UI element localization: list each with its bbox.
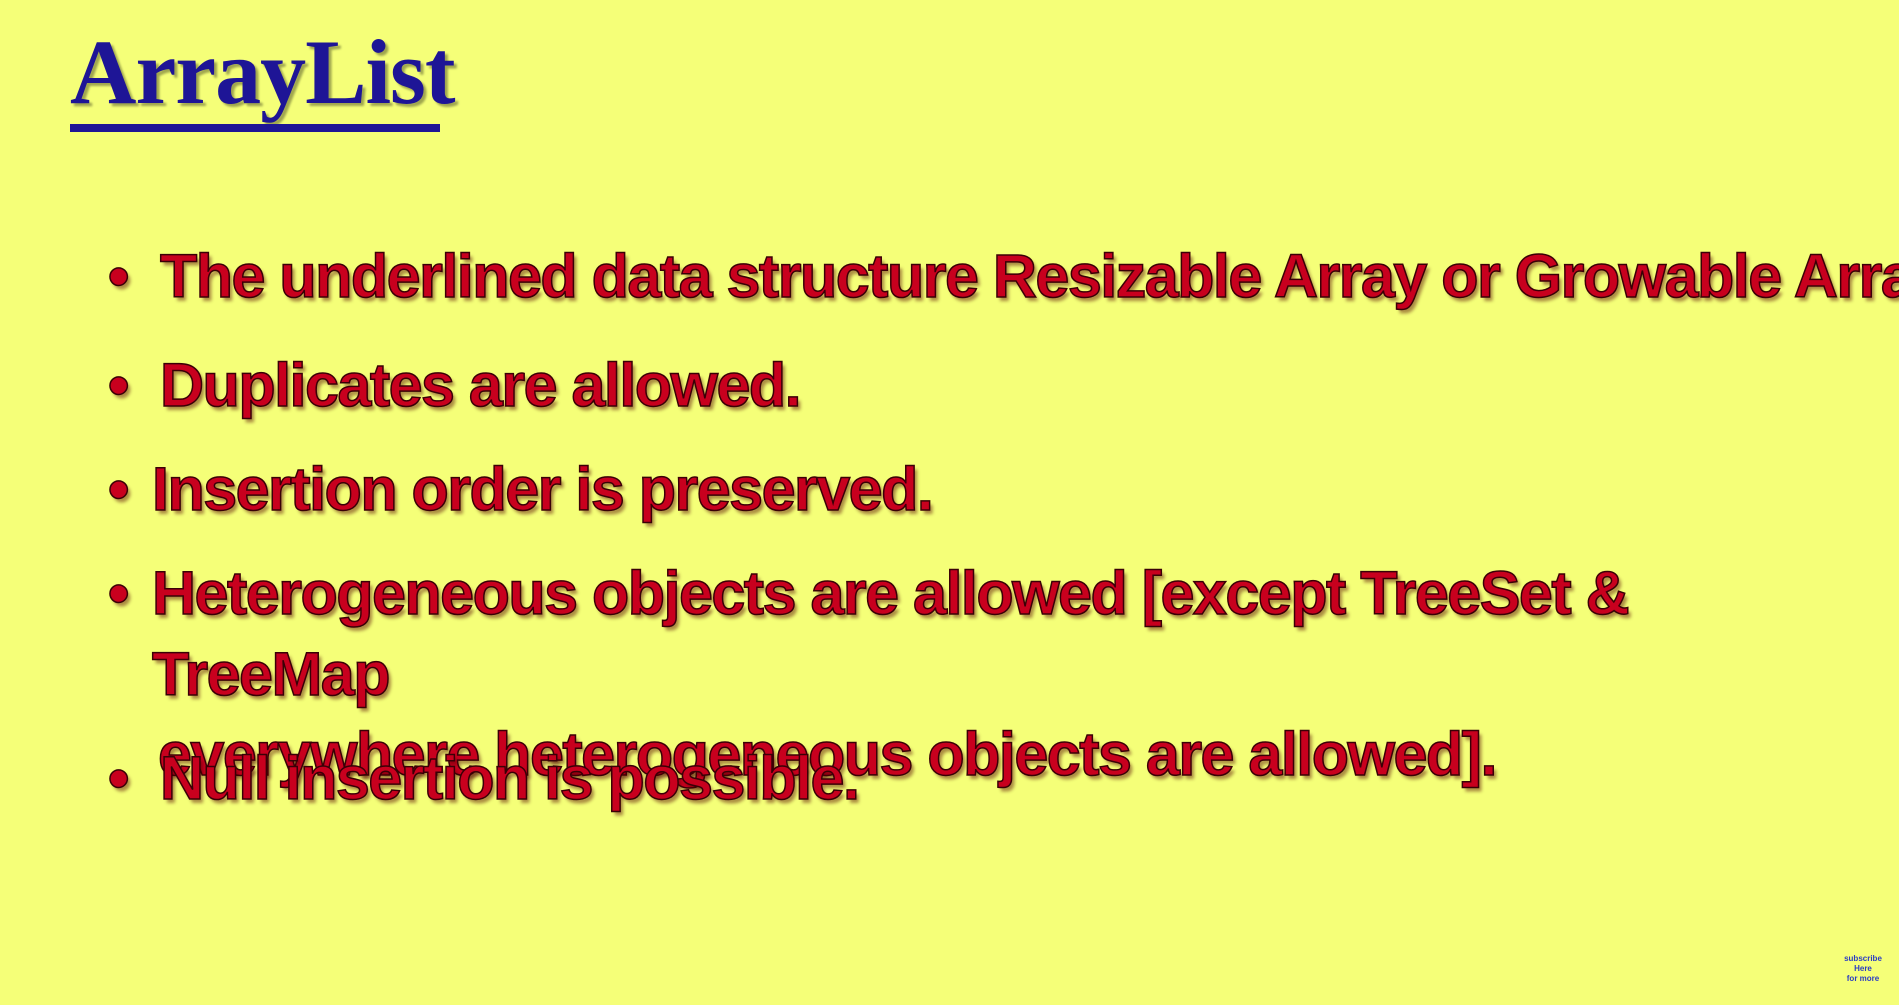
bullet-dot: • [107, 743, 130, 812]
subscribe-line: subscribe [1844, 954, 1882, 963]
bullet-item: • The underlined data structure Resizabl… [107, 236, 1899, 317]
bullet-text: Duplicates are allowed. [159, 350, 802, 419]
slide-title: ArrayList [70, 21, 455, 123]
bullet-text: Insertion order is preserved. [151, 454, 934, 523]
bullet-text: Null insertion is possible. [159, 743, 860, 812]
subscribe-link[interactable]: subscribe Here for more [1833, 954, 1893, 984]
bullet-text-line: everywhere heterogeneous objects are all… [157, 719, 1498, 789]
bullet-text: The underlined data structure Resizable … [159, 241, 1899, 310]
bullet-item: • Null insertion is possible. [107, 738, 860, 819]
bullet-dot: • [107, 558, 130, 627]
bullet-item: • Insertion order is preserved. [107, 449, 934, 530]
bullet-text: Heterogeneous objects are allowed [excep… [151, 553, 1792, 795]
subscribe-line: for more [1846, 974, 1880, 983]
bullet-text-line: Heterogeneous objects are allowed [excep… [151, 558, 1630, 708]
bullet-dot: • [107, 454, 130, 523]
bullet-dot: • [107, 241, 130, 310]
title-underline [70, 124, 440, 132]
bullet-dot: • [107, 350, 130, 419]
bullet-item: • Heterogeneous objects are allowed [exc… [107, 553, 1792, 795]
subscribe-line: Here [1854, 964, 1872, 973]
bullet-item: • Duplicates are allowed. [107, 345, 802, 426]
